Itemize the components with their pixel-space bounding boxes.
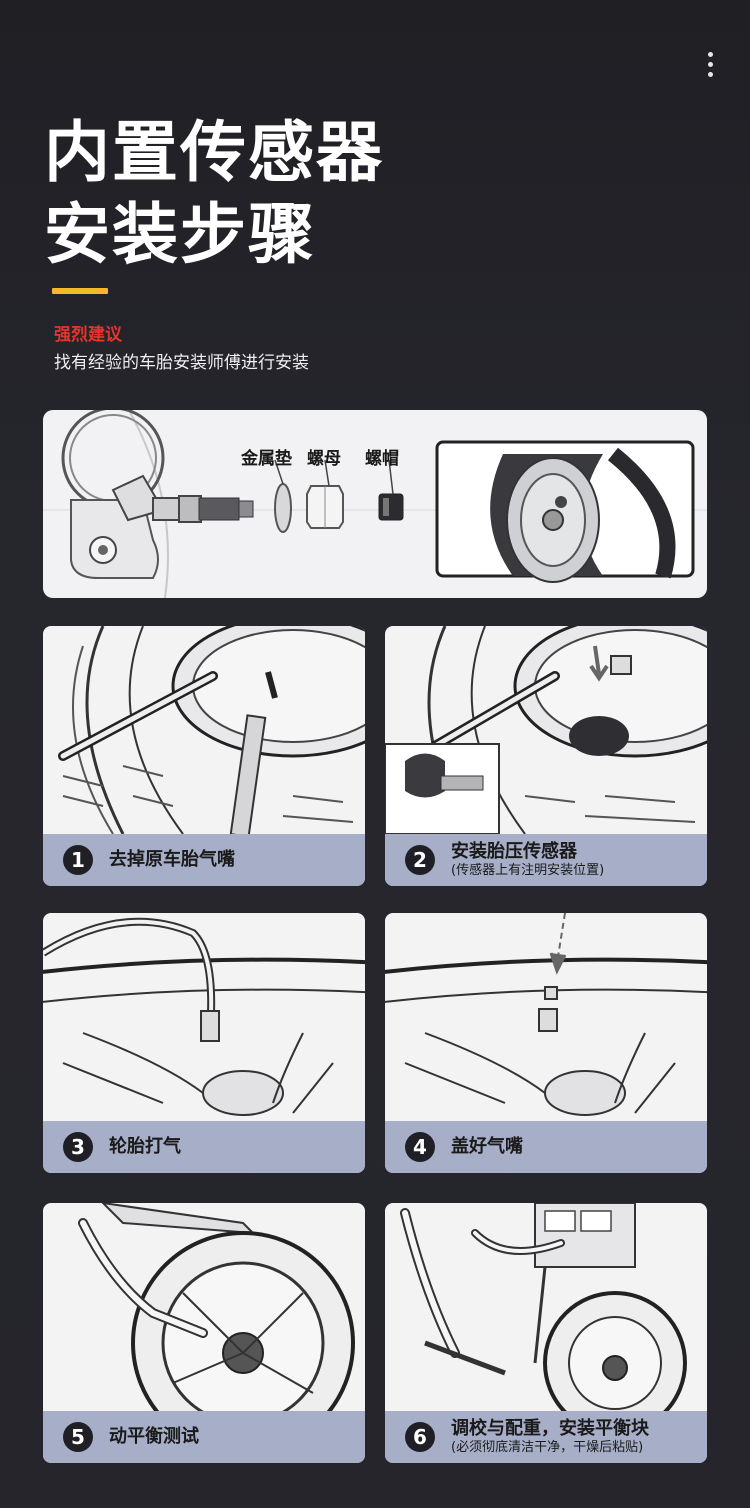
step-title-3: 轮胎打气 (109, 1136, 181, 1157)
recommend-label: 强烈建议 (54, 325, 122, 345)
step-number-4: 4 (405, 1132, 435, 1162)
title-line-1: 内置传感器 (44, 114, 384, 191)
step-number-6: 6 (405, 1422, 435, 1452)
step-card-3: 3 轮胎打气 (43, 913, 365, 1173)
inflate-tyre-illustration (43, 917, 365, 1116)
parts-panel: 金属垫 螺母 螺帽 (43, 410, 707, 598)
step-title-6: 调校与配重，安装平衡块 (451, 1418, 649, 1439)
part-label-nut: 螺母 (307, 449, 341, 469)
part-label-cap: 螺帽 (365, 449, 399, 469)
step-card-2: 2 安装胎压传感器 (传感器上有注明安装位置) (385, 626, 707, 886)
step-note-2: (传感器上有注明安装位置) (451, 863, 605, 878)
install-sensor-illustration (385, 626, 707, 834)
cap-valve-illustration (385, 913, 707, 1116)
part-label-washer: 金属垫 (241, 449, 292, 469)
step-title-5: 动平衡测试 (109, 1426, 199, 1447)
recommend-text: 找有经验的车胎安装师傅进行安装 (54, 353, 309, 373)
step-title-1: 去掉原车胎气嘴 (109, 849, 235, 870)
step-band-3: 3 轮胎打气 (43, 1121, 365, 1173)
step-band-1: 1 去掉原车胎气嘴 (43, 834, 365, 886)
step-card-1: 1 去掉原车胎气嘴 (43, 626, 365, 886)
step-number-1: 1 (63, 845, 93, 875)
balance-test-illustration (78, 1203, 355, 1411)
parts-illustration (43, 410, 707, 598)
calibrate-weight-illustration (400, 1203, 687, 1411)
step-card-6: 6 调校与配重，安装平衡块 (必须彻底清洁干净，干燥后粘贴) (385, 1203, 707, 1463)
title-line-2: 安装步骤 (44, 196, 316, 273)
page-title: 内置传感器 安装步骤 (44, 112, 384, 276)
step-card-5: 5 动平衡测试 (43, 1203, 365, 1463)
step-card-4: 4 盖好气嘴 (385, 913, 707, 1173)
remove-valve-illustration (58, 626, 365, 834)
title-accent-bar (52, 288, 108, 294)
step-number-3: 3 (63, 1132, 93, 1162)
step-number-2: 2 (405, 845, 435, 875)
step-number-5: 5 (63, 1422, 93, 1452)
step-band-2: 2 安装胎压传感器 (传感器上有注明安装位置) (385, 834, 707, 886)
step-band-6: 6 调校与配重，安装平衡块 (必须彻底清洁干净，干燥后粘贴) (385, 1411, 707, 1463)
step-title-2: 安装胎压传感器 (451, 841, 577, 862)
step-note-6: (必须彻底清洁干净，干燥后粘贴) (451, 1440, 644, 1455)
more-vertical-icon[interactable] (706, 52, 714, 77)
step-band-4: 4 盖好气嘴 (385, 1121, 707, 1173)
step-title-4: 盖好气嘴 (451, 1136, 523, 1157)
step-band-5: 5 动平衡测试 (43, 1411, 365, 1463)
